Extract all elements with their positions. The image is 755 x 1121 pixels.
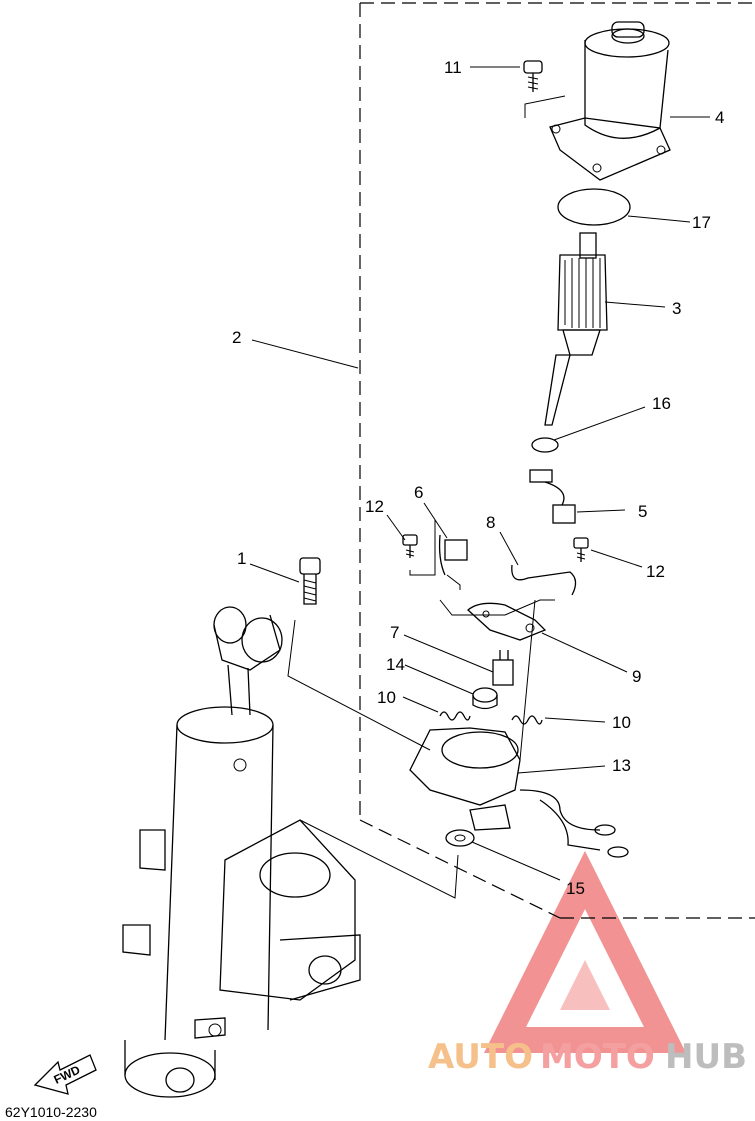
fwd-arrow-icon: FWD xyxy=(33,1054,97,1095)
armature-3 xyxy=(544,232,608,426)
callout-8: 8 xyxy=(486,513,495,532)
callout-11: 11 xyxy=(444,58,462,77)
brush-5 xyxy=(529,469,576,524)
watermark-part-2: MOTO xyxy=(540,1037,655,1077)
callout-14: 14 xyxy=(386,655,405,674)
callout-12-left: 12 xyxy=(365,497,384,516)
callout-6: 6 xyxy=(414,483,423,502)
callout-1: 1 xyxy=(237,549,246,568)
bushing-14 xyxy=(472,687,498,710)
callout-9: 9 xyxy=(632,667,641,686)
fwd-label: FWD xyxy=(52,1063,83,1087)
terminal-7 xyxy=(492,650,514,686)
callout-7: 7 xyxy=(390,623,399,642)
callout-4: 4 xyxy=(715,108,724,127)
diagram-code: 62Y1010-2230 xyxy=(5,1104,97,1120)
o-ring-17 xyxy=(557,188,631,226)
callout-3: 3 xyxy=(672,299,681,318)
callout-16: 16 xyxy=(652,394,671,413)
motor-base-13 xyxy=(409,727,629,858)
leader-lines xyxy=(249,66,710,881)
screw-12-right xyxy=(573,537,589,562)
bolt-1 xyxy=(299,557,321,605)
callout-12-right: 12 xyxy=(646,562,665,581)
callout-5: 5 xyxy=(638,502,647,521)
callout-15: 15 xyxy=(566,879,585,898)
washer-15 xyxy=(445,829,475,847)
bolt-guide-line xyxy=(287,619,431,751)
motor-housing xyxy=(549,21,671,181)
callout-10-right: 10 xyxy=(612,713,631,732)
screw-11 xyxy=(523,60,566,118)
tilt-cylinder xyxy=(122,606,361,1098)
washer-16 xyxy=(531,437,559,453)
screw-12-left xyxy=(402,534,418,558)
watermark-part-1: AUTO xyxy=(428,1037,533,1077)
watermark-part-3: HUB xyxy=(665,1037,747,1077)
spring-10-left xyxy=(439,711,471,721)
spring-8 xyxy=(511,564,577,596)
callout-13: 13 xyxy=(612,756,631,775)
spring-10-right xyxy=(511,715,543,725)
watermark-text: AUTO MOTO HUB xyxy=(428,1037,747,1077)
assembly-boundary xyxy=(359,2,755,919)
guide-lines xyxy=(299,520,555,899)
callout-2: 2 xyxy=(232,328,241,347)
watermark-logo-icon xyxy=(483,850,687,1053)
brush-plate-9 xyxy=(467,602,547,641)
callout-10-left: 10 xyxy=(377,688,396,707)
callout-17: 17 xyxy=(692,213,711,232)
brush-holder-6 xyxy=(438,534,468,590)
